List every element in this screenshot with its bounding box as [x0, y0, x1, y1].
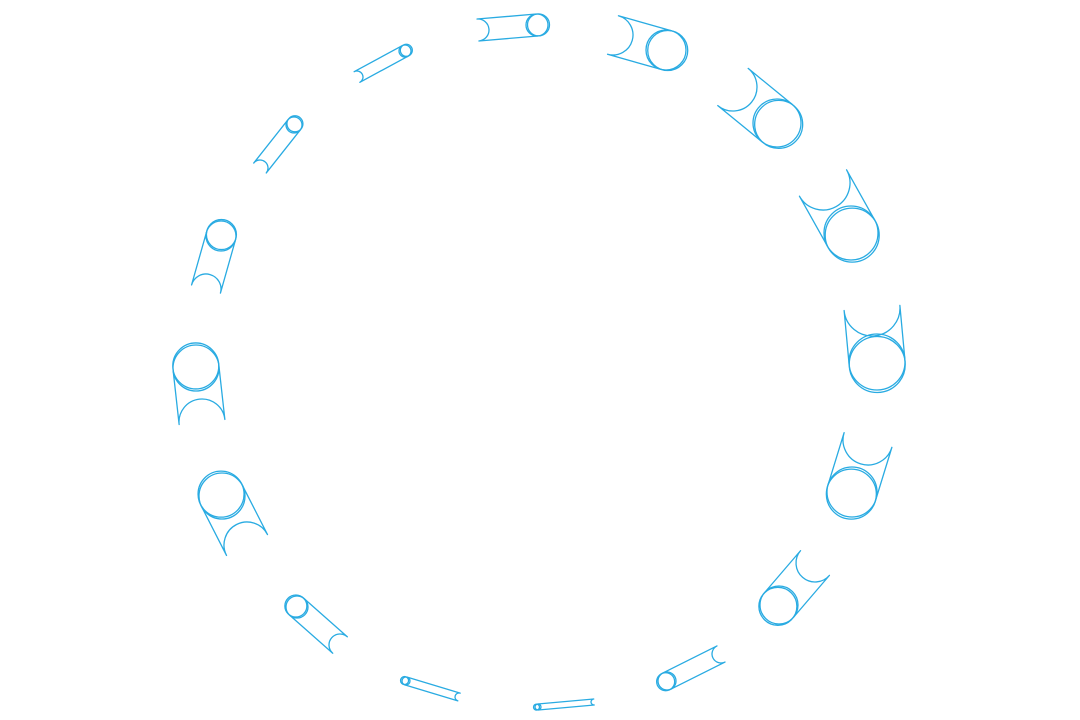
capsule-end-cap [285, 116, 303, 134]
capsule-body [763, 549, 831, 619]
capsule-end-cap [759, 585, 799, 625]
capsule-end-cap [826, 466, 878, 518]
capsule-body [827, 431, 893, 501]
capsule-end-rim [532, 703, 541, 711]
capsule-end-rim [399, 43, 413, 57]
capsule-body [190, 231, 237, 294]
capsule-body [289, 598, 348, 654]
capsule-end-rim [824, 207, 880, 263]
capsule-13 [172, 342, 226, 426]
capsule-body [404, 676, 461, 702]
capsule-9 [532, 698, 595, 711]
capsule-body [200, 484, 269, 557]
capsule-end-rim [656, 672, 676, 692]
capsule-end-rim [754, 99, 804, 150]
capsule-12 [197, 470, 269, 557]
capsule-end-rim [647, 29, 689, 72]
capsule-end-cap [172, 344, 220, 392]
capsule-11 [284, 594, 348, 654]
capsule-end-cap [645, 29, 687, 71]
capsule-5 [843, 304, 906, 394]
capsule-end-rim [172, 342, 220, 390]
capsule-7 [758, 549, 831, 626]
capsule-body [843, 304, 906, 366]
capsule-16 [353, 43, 413, 83]
capsule-2 [606, 15, 689, 72]
capsule-end-rim [526, 13, 551, 37]
capsule-end-cap [525, 13, 549, 37]
capsule-end-cap [198, 472, 246, 520]
capsule-end-cap [848, 333, 906, 391]
capsule-14 [190, 218, 238, 294]
capsule-end-rim [825, 468, 877, 520]
capsule-end-cap [823, 205, 879, 261]
capsule-body [537, 698, 595, 711]
capsule-body [253, 119, 301, 174]
capsule-body [606, 15, 673, 70]
capsule-end-cap [285, 595, 309, 619]
capsule-end-cap [752, 98, 802, 148]
capsule-body [662, 645, 726, 690]
capsule-6 [825, 431, 893, 520]
capsule-body [476, 13, 539, 42]
capsule-body [353, 45, 409, 83]
capsule-10 [399, 675, 461, 702]
capsule-end-rim [205, 218, 238, 251]
capsule-end-rim [848, 335, 906, 394]
capsule-1 [476, 13, 551, 42]
capsule-4 [798, 169, 880, 263]
capsule-end-rim [197, 470, 245, 518]
capsule-body [717, 67, 793, 143]
capsule-body [798, 169, 876, 247]
capsule-end-rim [286, 115, 304, 133]
capsule-8 [656, 645, 726, 692]
capsule-15 [253, 115, 304, 174]
capsule-end-rim [758, 586, 798, 626]
capsule-end-rim [284, 594, 308, 618]
capsule-body [172, 364, 226, 426]
capsule-end-rim [399, 675, 410, 686]
capsule-3 [717, 67, 804, 150]
